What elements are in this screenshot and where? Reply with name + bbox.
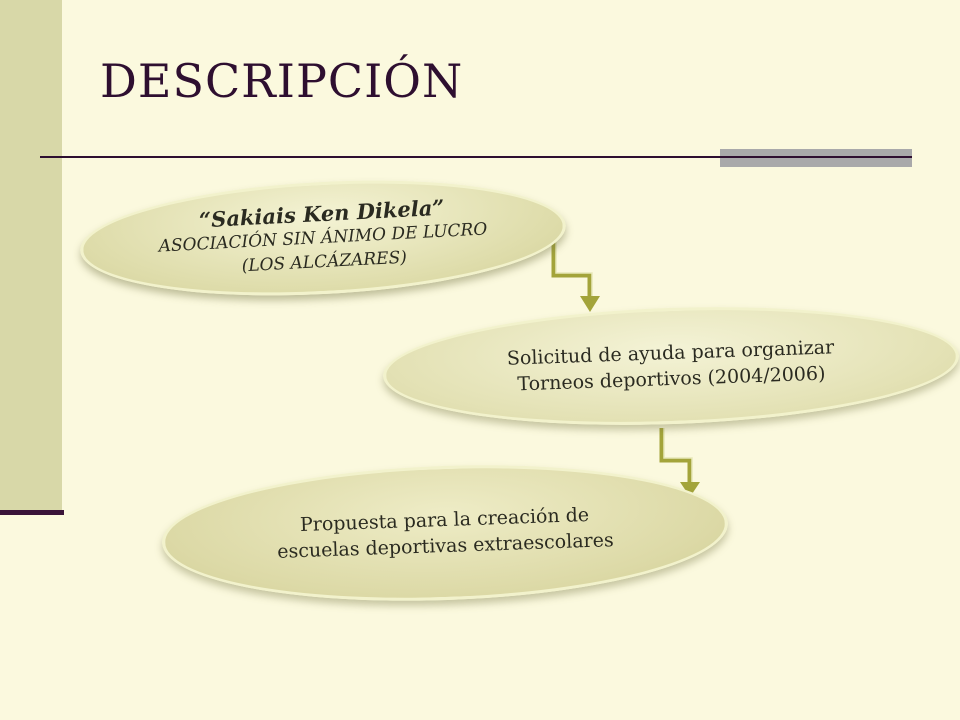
arrow-head-2 <box>680 482 700 497</box>
title-rule-accent-line <box>720 156 912 158</box>
title-rule-accent <box>720 149 912 167</box>
connector-arrow-1 <box>551 240 593 296</box>
side-bar-decoration <box>0 0 62 510</box>
arrow-head-1 <box>580 296 600 312</box>
connector-arrow-2 <box>659 428 693 482</box>
title-rule <box>40 156 910 158</box>
slide-title: DESCRIPCIÓN <box>100 54 464 108</box>
side-bar-foot-line <box>0 510 64 515</box>
